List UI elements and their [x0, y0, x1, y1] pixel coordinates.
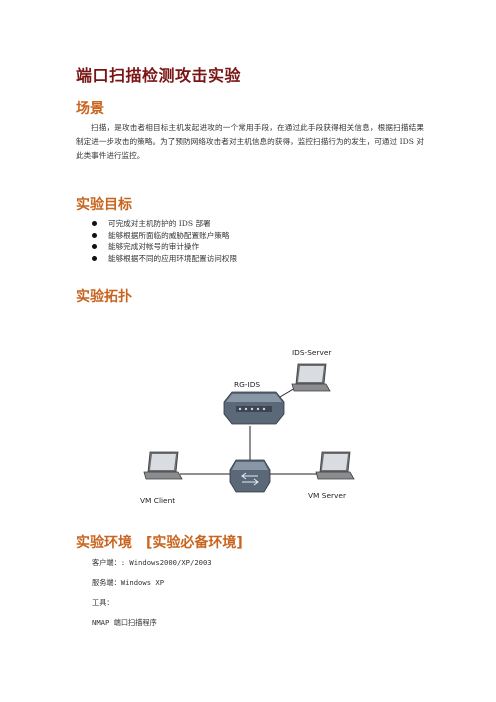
env-tools: 工具： [92, 598, 114, 607]
vm-server-laptop-icon [315, 451, 355, 480]
rg-ids-device-icon [223, 391, 285, 425]
vm-client-laptop-icon [143, 451, 183, 480]
section-heading-environment: 实验环境 [实验必备环境] [76, 535, 243, 551]
label-ids-server: IDS-Server [292, 348, 332, 357]
topology-svg [143, 363, 355, 493]
bullet-icon [92, 255, 97, 261]
bullet-icon [92, 221, 97, 226]
section-heading-topology: 实验拓扑 [76, 289, 132, 305]
bullet-icon [92, 232, 97, 238]
ids-server-laptop-icon [291, 363, 331, 392]
goals-list: 可完成对主机防护的 IDS 部署 能够根据所面临的威胁配置账户策略 能够完成对帐… [92, 218, 237, 264]
bullet-icon [92, 244, 97, 249]
env-server: 服务端：Windows XP [92, 578, 165, 587]
page-title: 端口扫描检测攻击实验 [76, 66, 242, 85]
list-item: 能够完成对帐号的审计操作 [92, 241, 237, 253]
switch-device-icon [229, 459, 271, 493]
env-nmap: NMAP 端口扫描程序 [92, 618, 157, 627]
label-rg-ids: RG-IDS [234, 380, 261, 389]
list-item: 能够根据不同的应用环境配置访问权限 [92, 253, 237, 265]
scene-paragraph: 扫描，是攻击者相目标主机发起进攻的一个常用手段，在通过此手段获得相关信息，根据扫… [76, 123, 424, 160]
section-heading-scene: 场景 [76, 101, 104, 117]
network-topology-diagram: IDS-Server RG-IDS VM Client VM Server [130, 336, 370, 511]
list-item: 可完成对主机防护的 IDS 部署 [92, 218, 237, 230]
label-vm-server: VM Server [308, 491, 347, 500]
environment-list: 客户端：: Windows2000/XP/2003 服务端：Windows XP… [92, 553, 212, 633]
list-item: 能够根据所面临的威胁配置账户策略 [92, 230, 237, 242]
env-client: 客户端：: Windows2000/XP/2003 [92, 558, 212, 567]
label-vm-client: VM Client [140, 496, 176, 505]
section-heading-goals: 实验目标 [76, 197, 132, 213]
